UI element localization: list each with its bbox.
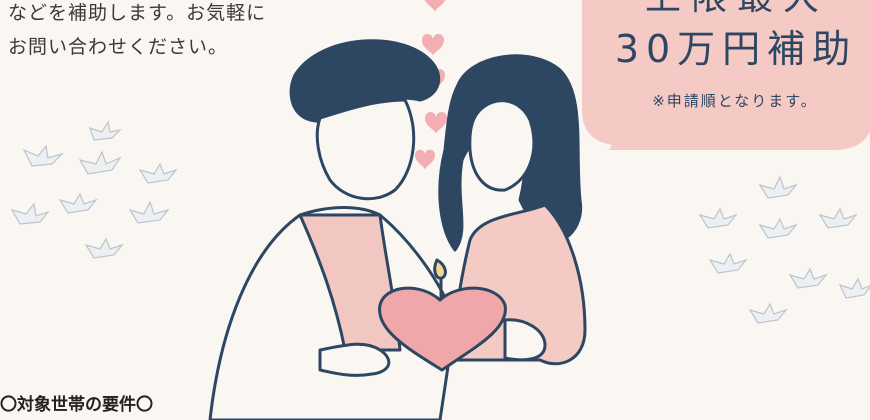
heart-cake xyxy=(378,286,507,372)
dove-icon xyxy=(708,252,748,274)
dove-icon xyxy=(758,217,798,239)
subsidy-bubble: 上限最大 30万円補助 ※申請順となります。 xyxy=(572,0,870,150)
speech-bubble-icon xyxy=(582,0,870,150)
heart-icon xyxy=(415,149,435,170)
bubble-top-text: 上限最大 xyxy=(632,0,842,14)
intro-line-2: お問い合わせください。 xyxy=(8,36,229,58)
dove-icon xyxy=(818,207,858,229)
man-shirt xyxy=(208,206,457,420)
man-undershirt xyxy=(298,213,402,352)
left-hand xyxy=(318,342,391,377)
application-note: ※申請順となります。 xyxy=(652,92,818,110)
requirements-title: 〇対象世帯の要件〇 xyxy=(0,395,153,415)
dove-icon xyxy=(128,200,170,224)
dove-icon xyxy=(89,120,122,141)
intro-line-1: などを補助します。お気軽に xyxy=(8,2,267,24)
subsidy-amount: 30万円補助 xyxy=(614,27,858,71)
right-hand xyxy=(503,318,547,362)
heart-icon xyxy=(424,0,446,12)
dove-icon xyxy=(698,207,738,229)
dove-icon xyxy=(788,267,828,289)
hands-heart xyxy=(318,258,547,377)
heart-icon xyxy=(422,34,444,56)
dove-icon xyxy=(84,237,124,259)
intro-text: などを補助します。お気軽に お問い合わせください。 xyxy=(8,0,328,64)
dove-icon xyxy=(758,175,798,199)
dove-icon xyxy=(78,150,122,175)
doves-left xyxy=(10,120,178,259)
woman-face xyxy=(468,99,536,192)
man-face xyxy=(315,98,416,201)
dove-icon xyxy=(748,302,788,324)
heart-icon xyxy=(425,112,447,134)
doves-right xyxy=(698,175,870,324)
dove-icon xyxy=(58,192,98,214)
dove-icon xyxy=(10,202,50,225)
dove-icon xyxy=(22,144,65,167)
man-figure xyxy=(208,39,457,420)
dove-icon xyxy=(838,277,870,299)
man-hair xyxy=(289,39,441,123)
dove-icon xyxy=(138,162,178,184)
candle-flame xyxy=(433,258,447,280)
